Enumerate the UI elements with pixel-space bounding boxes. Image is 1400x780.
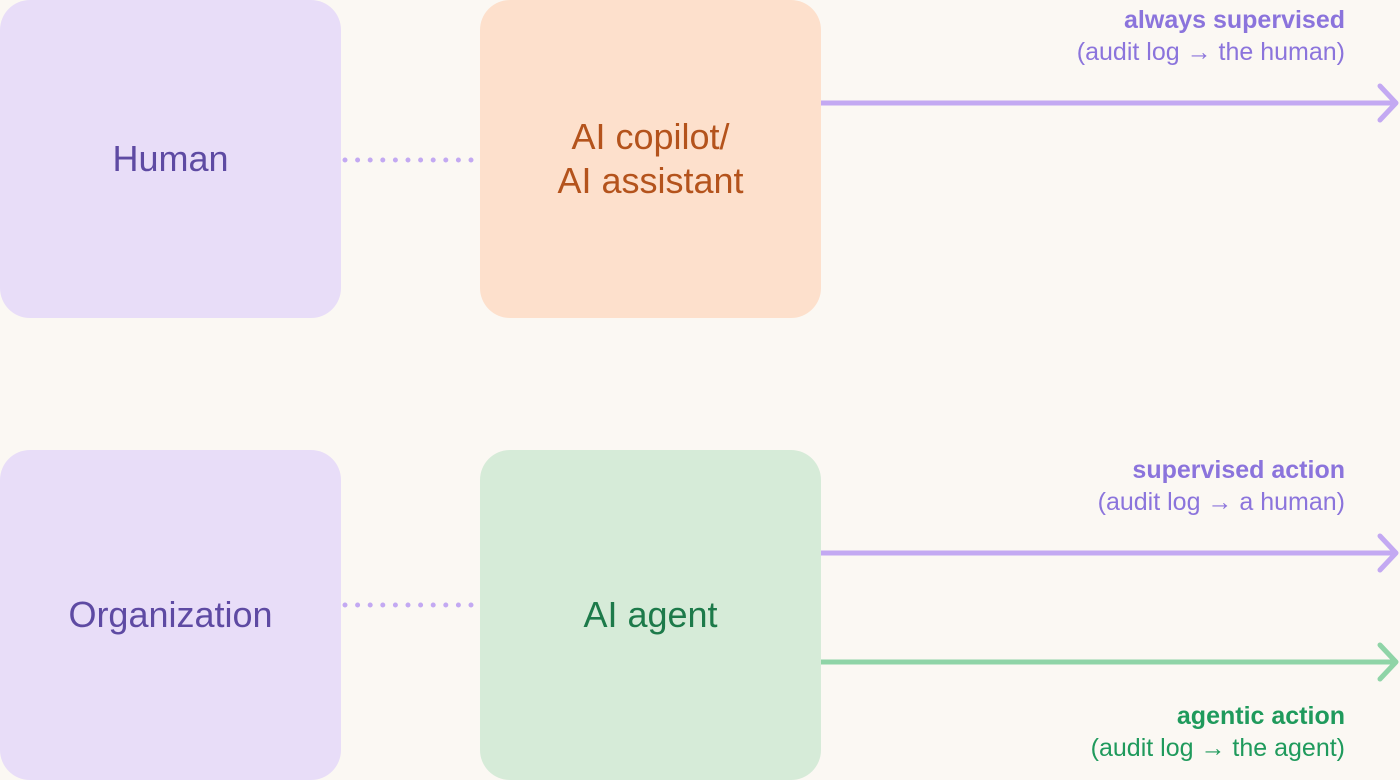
- arrow-supervised-action: [821, 533, 1399, 573]
- organization-node-label: Organization: [68, 594, 273, 635]
- ai-copilot-node: AI copilot/ AI assistant: [480, 0, 821, 318]
- agentic-action-subtitle: (audit log → the agent): [1090, 734, 1345, 762]
- human-node: Human: [0, 0, 341, 318]
- always-supervised-subtitle: (audit log → the human): [1076, 38, 1345, 66]
- agentic-action-title: agentic action: [1176, 702, 1345, 730]
- supervised-action-subtitle: (audit log → a human): [1097, 488, 1345, 516]
- arrow-agentic-action: [821, 642, 1399, 682]
- ai-agent-node-label: AI agent: [583, 594, 718, 635]
- ai-copilot-node-label: AI copilot/ AI assistant: [557, 116, 744, 201]
- arrow-always-supervised: [821, 83, 1399, 123]
- agentic-action-label: agentic action (audit log → the agent): [1091, 700, 1345, 764]
- supervised-action-title: supervised action: [1132, 456, 1345, 484]
- organization-node: Organization: [0, 450, 341, 780]
- always-supervised-label: always supervised (audit log → the human…: [1077, 4, 1345, 68]
- always-supervised-title: always supervised: [1124, 6, 1345, 34]
- supervised-action-label: supervised action (audit log → a human): [1098, 454, 1345, 518]
- ai-agent-node: AI agent: [480, 450, 821, 780]
- human-node-label: Human: [112, 138, 229, 179]
